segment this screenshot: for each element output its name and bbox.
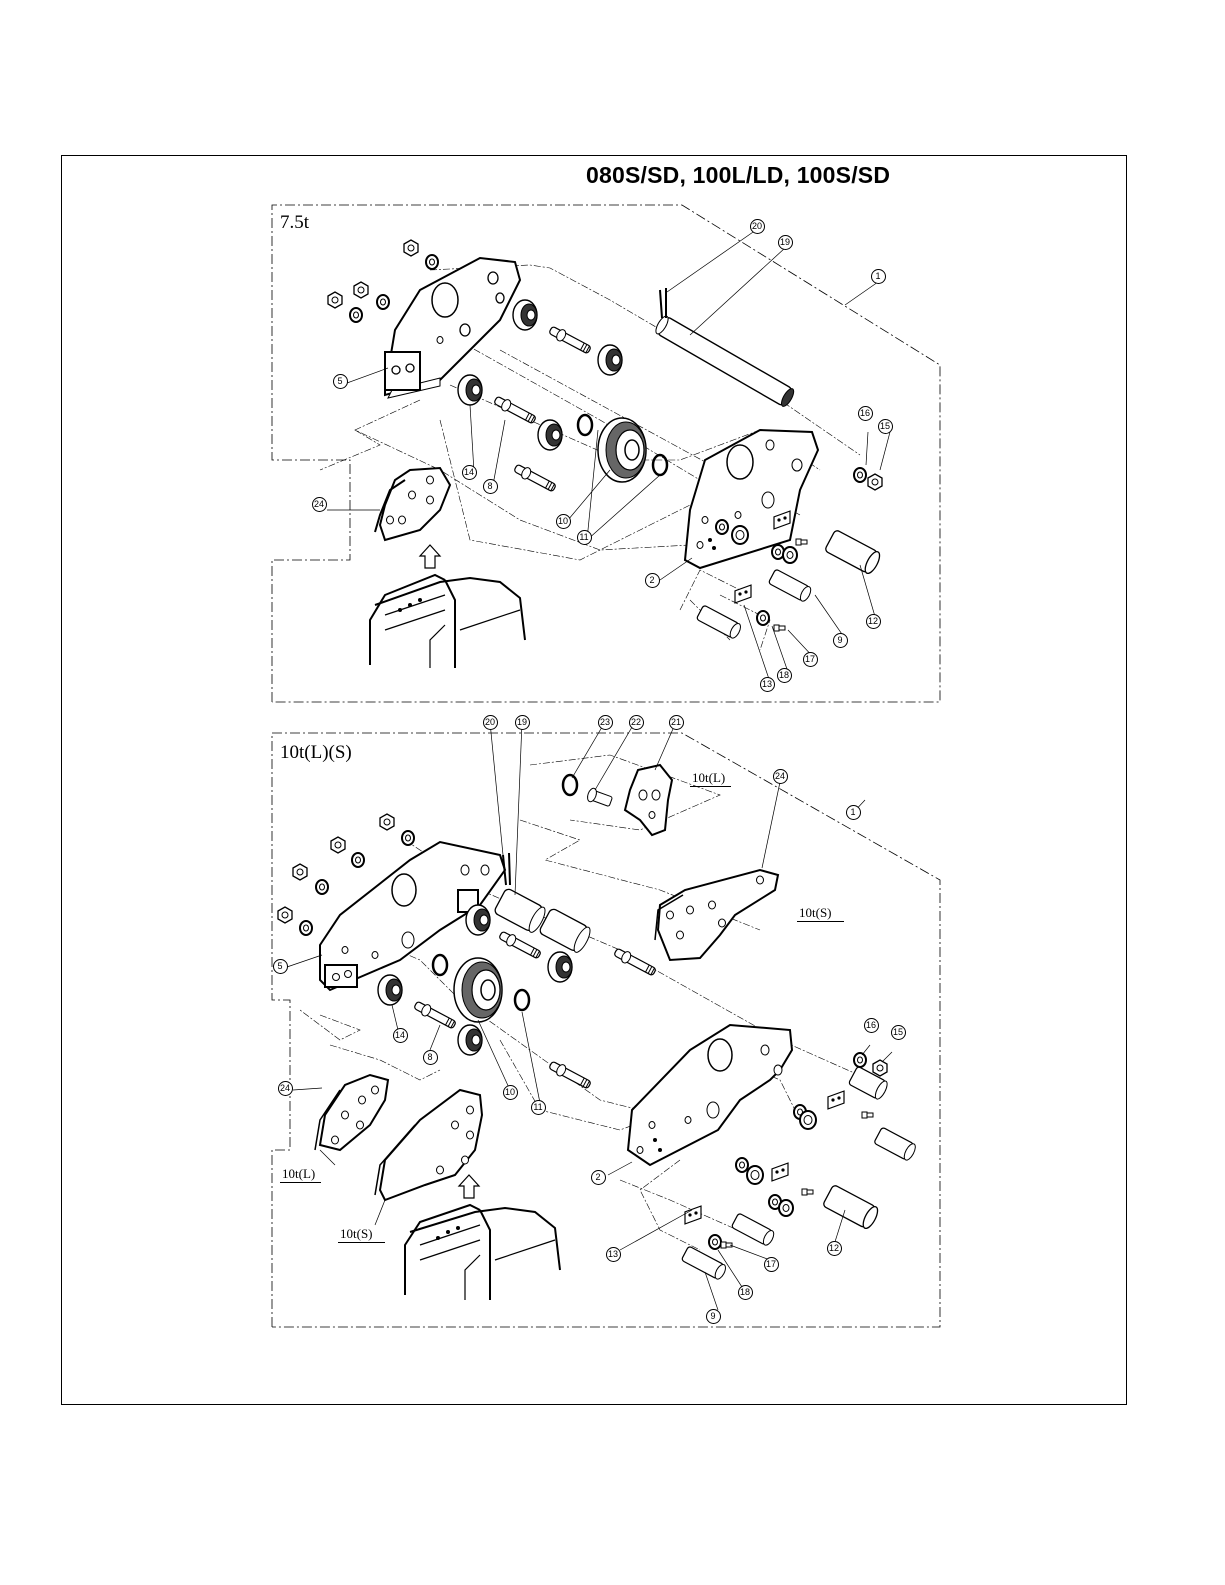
callout-18: 18 xyxy=(738,1285,753,1300)
callout-13: 13 xyxy=(606,1247,621,1262)
variant-label-10t-s-bottom: 10t(S) xyxy=(338,1226,385,1243)
callout-17: 17 xyxy=(803,652,818,667)
callout-17: 17 xyxy=(764,1257,779,1272)
callout-13: 13 xyxy=(760,677,775,692)
callout-16: 16 xyxy=(864,1018,879,1033)
section-label-bottom: 10t(L)(S) xyxy=(280,742,352,764)
callout-12: 12 xyxy=(827,1241,842,1256)
callout-14: 14 xyxy=(393,1028,408,1043)
section-label-top: 7.5t xyxy=(280,212,309,234)
callout-22: 22 xyxy=(629,715,644,730)
callout-8: 8 xyxy=(483,479,498,494)
callout-23: 23 xyxy=(598,715,613,730)
callout-1: 1 xyxy=(846,805,861,820)
callout-10: 10 xyxy=(556,514,571,529)
callout-12: 12 xyxy=(866,614,881,629)
variant-label-10t-l-top: 10t(L) xyxy=(690,770,731,787)
callout-20: 20 xyxy=(483,715,498,730)
callout-24: 24 xyxy=(278,1081,293,1096)
callout-2: 2 xyxy=(591,1170,606,1185)
variant-label-10t-l-bottom: 10t(L) xyxy=(280,1166,321,1183)
callout-24: 24 xyxy=(312,497,327,512)
callout-19: 19 xyxy=(515,715,530,730)
callout-16: 16 xyxy=(858,406,873,421)
callout-5: 5 xyxy=(333,374,348,389)
variant-label-10t-s-top: 10t(S) xyxy=(797,905,844,922)
callout-20: 20 xyxy=(750,219,765,234)
callout-24: 24 xyxy=(773,769,788,784)
callout-10: 10 xyxy=(503,1085,518,1100)
callout-21: 21 xyxy=(669,715,684,730)
callout-9: 9 xyxy=(706,1309,721,1324)
callout-9: 9 xyxy=(833,633,848,648)
callout-8: 8 xyxy=(423,1050,438,1065)
callout-1: 1 xyxy=(871,269,886,284)
callout-5: 5 xyxy=(273,959,288,974)
callout-15: 15 xyxy=(891,1025,906,1040)
callout-11: 11 xyxy=(531,1100,546,1115)
callout-15: 15 xyxy=(878,419,893,434)
callout-2: 2 xyxy=(645,573,660,588)
callout-18: 18 xyxy=(777,668,792,683)
callout-11: 11 xyxy=(577,530,592,545)
callout-19: 19 xyxy=(778,235,793,250)
callout-14: 14 xyxy=(462,465,477,480)
